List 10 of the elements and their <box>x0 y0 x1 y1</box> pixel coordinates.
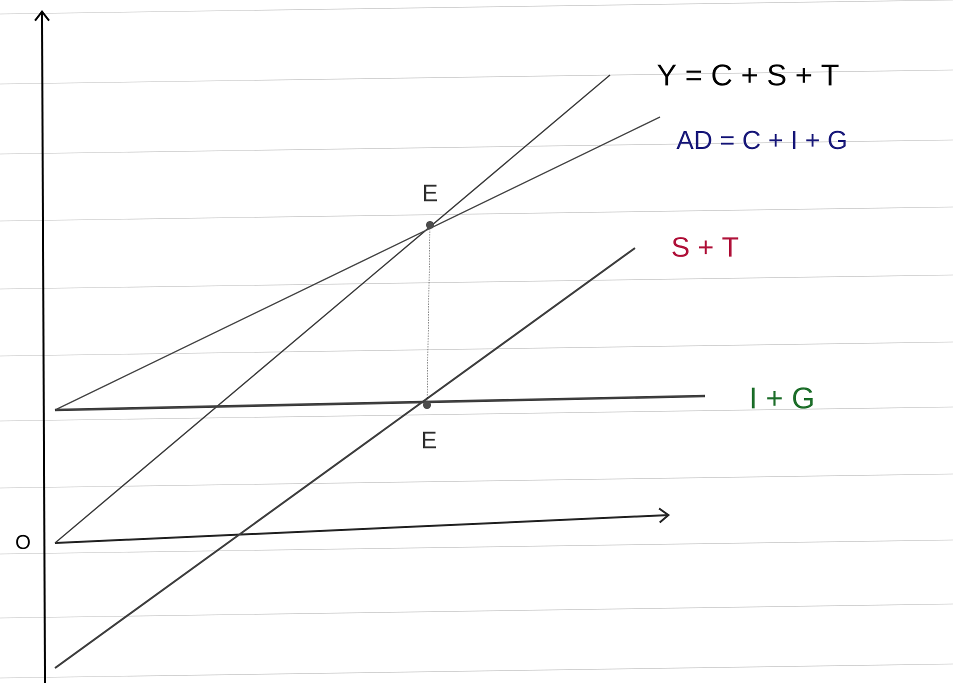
line-label: AD = C + I + G <box>676 130 846 150</box>
point-label: E <box>424 184 437 202</box>
line-label: I + G <box>752 387 813 409</box>
origin-label: O <box>16 534 30 550</box>
dotted-line <box>426 228 430 402</box>
line-label: S + T <box>672 237 738 257</box>
equilibrium-point <box>423 401 431 409</box>
line-label: Y = C + S + T <box>657 64 839 86</box>
point-label: E <box>422 432 436 448</box>
equilibrium-point <box>426 221 434 229</box>
